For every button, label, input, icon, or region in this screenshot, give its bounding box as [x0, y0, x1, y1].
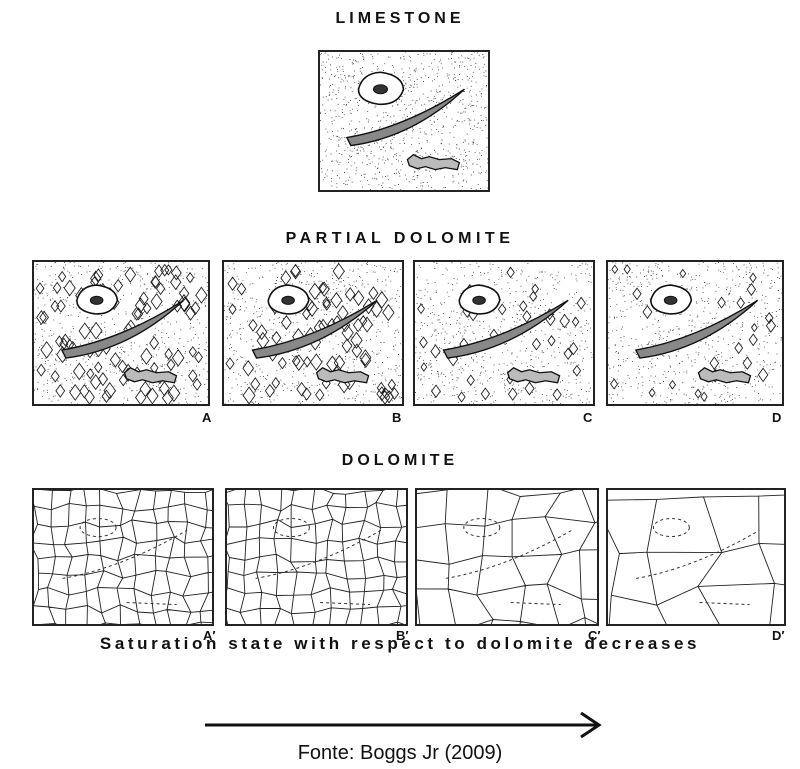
panel-label-a: A [202, 410, 211, 425]
dolomite-title: DOLOMITE [0, 452, 800, 470]
panel-label-d: D [772, 410, 781, 425]
dolomite-panel-c [415, 488, 599, 626]
sketch-drawing [227, 490, 406, 624]
limestone-panel [318, 50, 490, 192]
sketch-drawing [417, 490, 597, 624]
sketch-drawing [320, 52, 488, 190]
panel-label-c: C [583, 410, 592, 425]
panel-label-b: B [392, 410, 401, 425]
limestone-title: LIMESTONE [0, 10, 800, 28]
sketch-drawing [224, 262, 402, 404]
partial-panel-c [413, 260, 595, 406]
partial-panel-a [32, 260, 210, 406]
sketch-drawing [34, 490, 212, 624]
sketch-drawing [415, 262, 593, 404]
dolomite-panel-b [225, 488, 408, 626]
partial-dolomite-title: PARTIAL DOLOMITE [0, 230, 800, 248]
sketch-drawing [34, 262, 208, 404]
direction-arrow-head [205, 710, 605, 740]
saturation-caption: Saturation state with respect to dolomit… [0, 634, 800, 654]
partial-panel-d [606, 260, 784, 406]
partial-panel-b [222, 260, 404, 406]
dolomite-panel-a [32, 488, 214, 626]
source-credit: Fonte: Boggs Jr (2009) [0, 742, 800, 765]
sketch-drawing [608, 490, 784, 624]
dolomite-panel-d [606, 488, 786, 626]
sketch-drawing [608, 262, 782, 404]
